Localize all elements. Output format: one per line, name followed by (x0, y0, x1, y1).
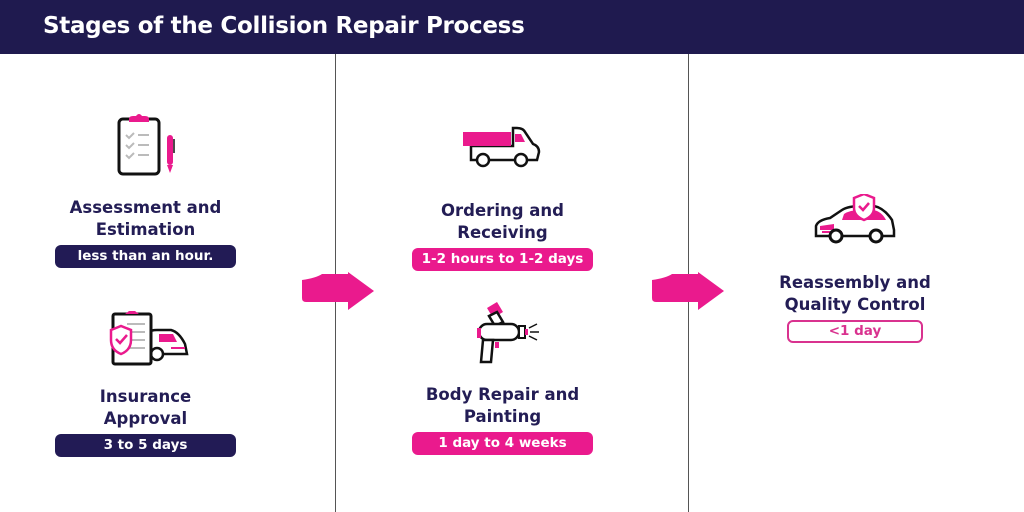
stage-title: Ordering and Receiving (412, 200, 593, 244)
arrow-right-icon (652, 272, 724, 310)
stage-title-line: Receiving (457, 223, 548, 242)
duration-badge: 1 day to 4 weeks (412, 432, 593, 455)
stage-title: Insurance Approval (55, 386, 236, 430)
duration-badge: <1 day (787, 320, 923, 343)
spray-paint-gun-icon (476, 302, 539, 364)
stage-title-line: Painting (463, 407, 542, 426)
header-bar: Stages of the Collision Repair Process (0, 0, 1024, 54)
stage-title: Assessment and Estimation (55, 197, 236, 241)
insurance-clipboard-car-icon (109, 311, 189, 366)
car-shield-check-icon (814, 194, 896, 244)
duration-badge: less than an hour. (55, 245, 236, 268)
stage-title: Reassembly and Quality Control (765, 272, 945, 316)
duration-badge: 1-2 hours to 1-2 days (412, 248, 593, 271)
stage-title-line: Estimation (95, 220, 196, 239)
stage-title-line: Body Repair and (425, 385, 580, 404)
stage-title-line: Approval (103, 409, 188, 428)
clipboard-checklist-icon (117, 114, 175, 176)
stage-title-line: Insurance (99, 387, 192, 406)
stage-insurance: Insurance Approval 3 to 5 days (55, 310, 236, 457)
stage-title-line: Ordering and (441, 201, 564, 220)
delivery-truck-icon (462, 126, 540, 168)
stage-reassembly: Reassembly and Quality Control <1 day (765, 194, 945, 343)
stage-title-line: Reassembly and (779, 273, 931, 292)
stage-ordering: Ordering and Receiving 1-2 hours to 1-2 … (412, 124, 593, 271)
arrow-right-icon (302, 272, 374, 310)
duration-badge: 3 to 5 days (55, 434, 236, 457)
stage-title: Body Repair and Painting (412, 384, 593, 428)
stage-assessment: Assessment and Estimation less than an h… (55, 113, 236, 268)
stage-title-line: Quality Control (784, 295, 926, 314)
page-title: Stages of the Collision Repair Process (43, 13, 525, 39)
stage-painting: Body Repair and Painting 1 day to 4 week… (412, 298, 593, 455)
stage-title-line: Assessment and (69, 198, 222, 217)
